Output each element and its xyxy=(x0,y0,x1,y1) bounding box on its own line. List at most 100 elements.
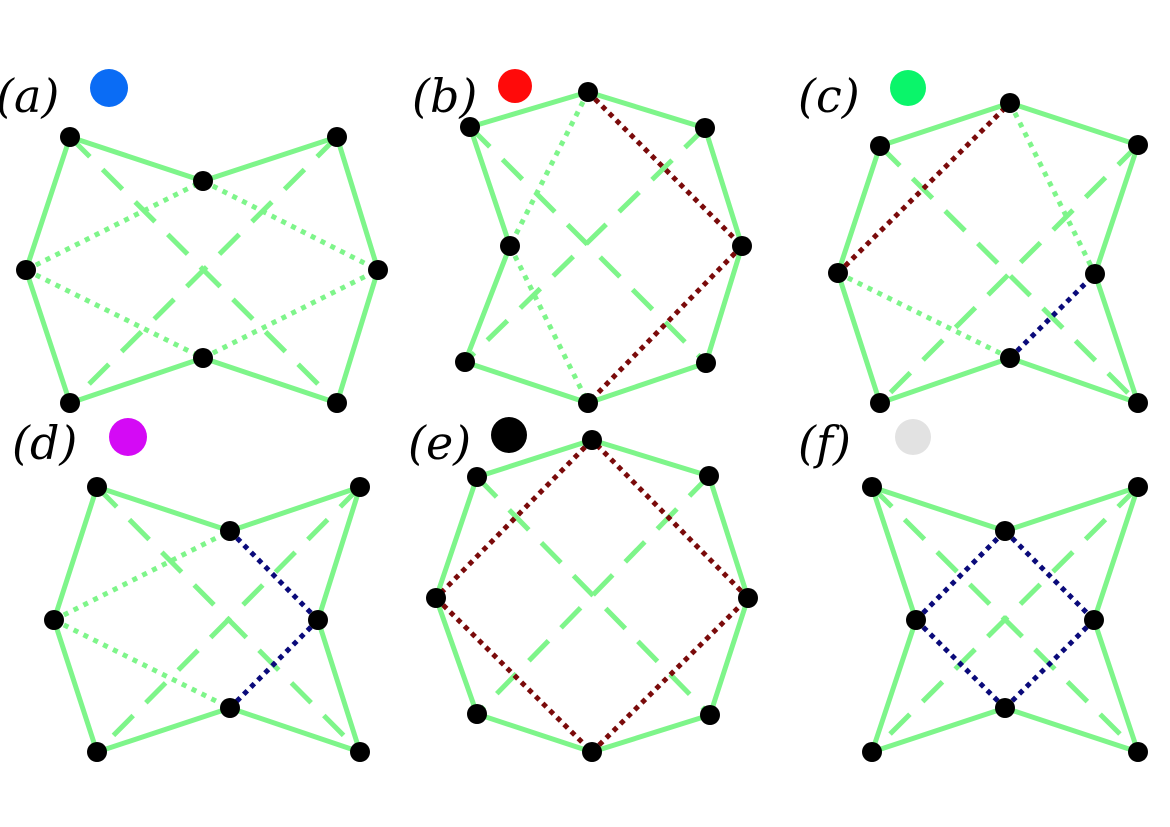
solid-edge xyxy=(869,617,919,755)
graph-node xyxy=(862,477,882,497)
graph-node xyxy=(995,698,1015,718)
graph-node xyxy=(1128,393,1148,413)
panel-label: (c) xyxy=(798,69,860,123)
graph-node xyxy=(455,352,475,372)
graph-node xyxy=(582,430,602,450)
solid-edge xyxy=(227,484,363,534)
blue-dotted-edge xyxy=(914,529,1007,622)
red-dotted-edge xyxy=(434,438,594,600)
red-dotted-edge xyxy=(590,596,750,754)
solid-edge xyxy=(315,617,363,755)
graph-node xyxy=(1085,264,1105,284)
graph-node xyxy=(60,127,80,147)
solid-edge xyxy=(51,617,100,755)
dotted-edge xyxy=(507,90,591,248)
dashed-edge xyxy=(878,144,1140,405)
graph-node xyxy=(828,263,848,283)
graph-node xyxy=(350,742,370,762)
solid-edge xyxy=(589,712,713,755)
graph-node xyxy=(60,393,80,413)
graph-node xyxy=(738,588,758,608)
graph-node xyxy=(87,742,107,762)
solid-edge xyxy=(869,484,1008,534)
solid-edge xyxy=(462,243,513,365)
red-dotted-edge xyxy=(586,244,744,405)
solid-edge xyxy=(1092,271,1141,406)
graph-node xyxy=(87,477,107,497)
solid-edge xyxy=(706,473,751,601)
solid-edge xyxy=(467,89,591,130)
panel-label: (f) xyxy=(798,416,851,470)
dotted-edge xyxy=(201,178,380,273)
color-dot xyxy=(109,418,147,456)
blue-dotted-edge xyxy=(914,618,1007,710)
dotted-edge xyxy=(507,244,591,405)
graph-node xyxy=(695,118,715,138)
solid-edge xyxy=(1002,705,1141,755)
blue-dotted-edge xyxy=(228,529,320,622)
graph-node xyxy=(350,477,370,497)
panel-label: (b) xyxy=(412,69,477,123)
solid-edge xyxy=(462,359,591,406)
solid-edge xyxy=(23,267,73,406)
panel-f: (f) xyxy=(798,416,1148,762)
dotted-edge xyxy=(201,267,380,361)
solid-edge xyxy=(1007,355,1141,406)
graph-node xyxy=(582,742,602,762)
solid-edge xyxy=(585,89,708,131)
solid-edge xyxy=(1092,142,1141,277)
graph-node xyxy=(1000,93,1020,113)
panel-a: (a) xyxy=(0,69,388,413)
panel-label: (d) xyxy=(12,416,77,470)
graph-node xyxy=(16,260,36,280)
graph-node xyxy=(44,610,64,630)
graph-node xyxy=(1128,742,1148,762)
solid-edge xyxy=(94,484,233,534)
color-dot xyxy=(890,70,926,106)
panel-label: (a) xyxy=(0,69,59,123)
solid-edge xyxy=(67,355,206,406)
solid-edge xyxy=(23,134,73,273)
solid-edge xyxy=(1007,100,1141,148)
graph-node xyxy=(1128,135,1148,155)
graph-node xyxy=(193,348,213,368)
dotted-edge xyxy=(24,178,205,273)
solid-edge xyxy=(835,270,883,406)
solid-edge xyxy=(200,355,340,406)
solid-edge xyxy=(67,134,206,184)
graph-node xyxy=(906,610,926,630)
blue-dotted-edge xyxy=(1003,618,1096,710)
solid-edge xyxy=(467,124,513,249)
solid-edge xyxy=(334,267,381,406)
solid-edge xyxy=(315,484,363,623)
graph-node xyxy=(1128,477,1148,497)
graph-node xyxy=(700,705,720,725)
graph-node xyxy=(368,260,388,280)
graph-node xyxy=(327,127,347,147)
solid-edge xyxy=(94,705,233,755)
panel-label: (e) xyxy=(408,416,471,470)
graph-node xyxy=(1084,610,1104,630)
color-dot xyxy=(491,417,527,453)
panel-c: (c) xyxy=(798,69,1148,413)
solid-edge xyxy=(1091,484,1141,623)
red-dotted-edge xyxy=(590,438,750,600)
dashed-edge xyxy=(468,125,708,365)
dashed-edge xyxy=(878,143,1140,405)
graph-node xyxy=(220,698,240,718)
graph-node xyxy=(870,136,890,156)
graph-node xyxy=(426,588,446,608)
graph-node xyxy=(467,467,487,487)
color-dot xyxy=(90,69,128,107)
graph-node xyxy=(578,82,598,102)
solid-edge xyxy=(707,595,751,718)
graph-node xyxy=(308,610,328,630)
solid-edge xyxy=(1002,484,1141,534)
graph-node xyxy=(193,171,213,191)
solid-edge xyxy=(200,134,340,184)
solid-edge xyxy=(1091,617,1141,755)
dashed-edge xyxy=(68,135,339,405)
panel-b: (b) xyxy=(412,69,752,413)
color-dot xyxy=(895,419,931,455)
solid-edge xyxy=(703,243,745,366)
